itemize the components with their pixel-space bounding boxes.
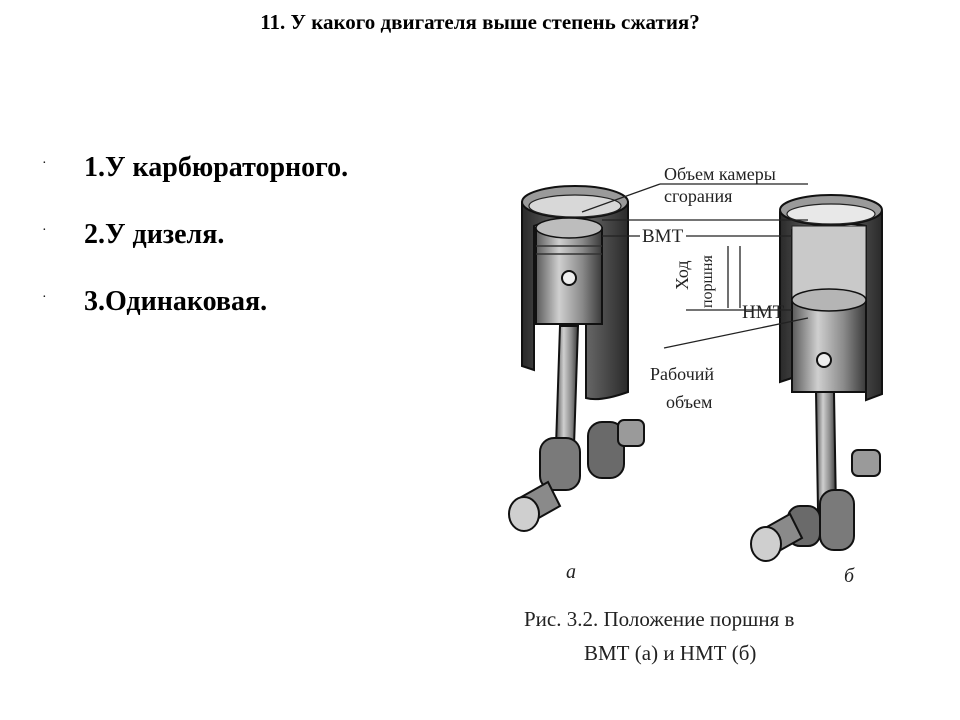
figure-caption-line2: ВМТ (а) и НМТ (б) — [584, 641, 756, 665]
label-stroke-line1: Ход — [672, 260, 692, 290]
figure-caption-line1: Рис. 3.2. Положение поршня в — [524, 607, 794, 631]
engine-b-illustration — [750, 194, 883, 562]
bullet-icon: · — [42, 156, 47, 171]
dimension-lines — [581, 183, 809, 349]
label-chamber-line2: сгорания — [664, 186, 732, 206]
bullet-icon: · — [42, 290, 47, 305]
label-bdc: НМТ — [742, 302, 785, 323]
label-work-line1: Рабочий — [650, 364, 714, 384]
piston-position-figure: Объем камеры сгорания ВМТ Ход поршня НМТ… — [490, 150, 890, 710]
bullet-icon: · — [42, 223, 47, 238]
label-tdc: ВМТ — [642, 226, 684, 247]
answer-option-label: 3.Одинаковая. — [84, 286, 268, 317]
answer-option-label: 1.У карбюраторного. — [84, 152, 349, 183]
label-stroke-line2: поршня — [699, 255, 716, 308]
answer-option-label: 2.У дизеля. — [84, 219, 225, 250]
label-work-line2: объем — [666, 392, 712, 412]
label-engine-b: б — [844, 565, 855, 587]
slide-title: 11. У какого двигателя выше степень сжат… — [260, 10, 700, 34]
engine-a-illustration — [508, 185, 645, 532]
label-engine-a: а — [566, 561, 576, 583]
label-chamber-line1: Объем камеры — [664, 164, 776, 184]
